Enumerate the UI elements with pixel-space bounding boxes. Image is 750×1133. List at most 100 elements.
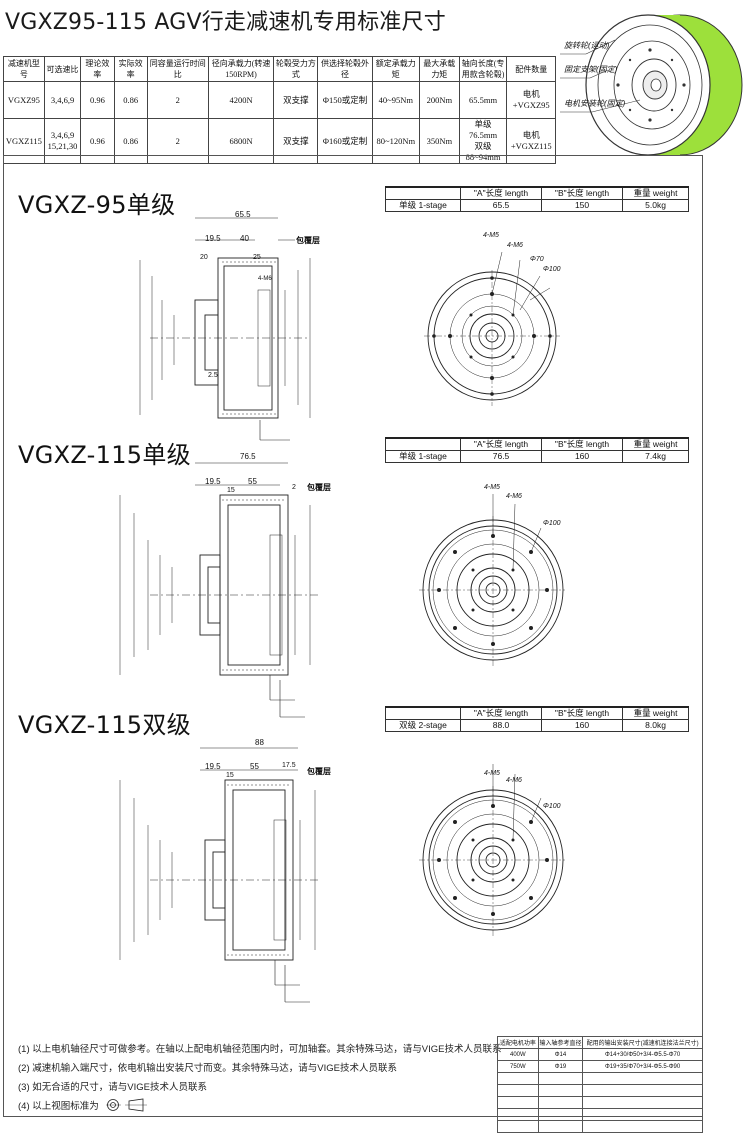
motor-cell [537,1072,584,1085]
spec-cell: 200Nm [418,81,460,119]
motor-cell: Φ14+30/Φ50+3/4-Φ5.5-Φ70 [582,1048,703,1061]
side-view-vgxz115 [119,462,320,718]
spec-cell: VGXZ95 [3,81,45,119]
spec-cell: 电机+VGXZ95 [506,81,556,119]
note-1: (1) 以上电机轴径尺寸可做参考。在轴以上配电机轴径范围内时，可加轴套。其余特殊… [18,1044,502,1055]
motor-cell [582,1096,703,1109]
spec-cell: VGXZ115 [3,118,45,164]
spec-header-7: 供选择轮毂外径 [317,56,373,82]
spec-cell: 80~120Nm [371,118,420,164]
dim95-c: 20 [200,254,208,261]
motor-cell: 400W [497,1048,539,1061]
motor-header-2: 配用的输出安装尺寸(减速机连接法兰尺寸) [582,1036,703,1049]
motor-cell [537,1084,584,1097]
front-view-vgxz115 [419,494,565,666]
dim115s2-c: 17.5 [282,762,296,769]
fv115s2-d100: Φ100 [543,803,561,810]
section-title-vgxz95: VGXZ-95单级 [18,191,176,219]
spec-header-3: 实际效率 [113,56,148,82]
spec-header-5: 径向承载力(转速150RPM) [207,56,275,82]
front-view-vgxz115-2stage [419,764,565,936]
dim115-d: 2 [292,484,296,491]
motor-cell [582,1084,703,1097]
dim115s2-d: 15 [226,772,234,779]
spec-cell: 双支撑 [273,81,319,119]
spec-cell: Φ150或定制 [317,81,373,119]
motor-cell [582,1108,703,1121]
motor-cell: Φ19 [537,1060,584,1073]
fv115s2-m5: 4-M5 [484,770,500,777]
spec-cell: Φ160或定制 [317,118,373,164]
dim115-total: 76.5 [240,452,256,461]
dim95-a: 19.5 [205,234,221,243]
notes: (1) 以上电机轴径尺寸可做参考。在轴以上配电机轴径范围内时，可加轴套。其余特殊… [18,1040,501,1116]
product-illustration [560,14,743,156]
projection-symbol-icon [106,1099,148,1112]
fv115-d100: Φ100 [543,520,561,527]
callout-rotating: 旋转轮(运动) [564,41,610,50]
dim95-hole: 4-M6 [258,276,272,282]
motor-cell: Φ19+35/Φ70+3/4-Φ5.5-Φ90 [582,1060,703,1073]
spec-cell: 0.96 [80,81,115,119]
spec-cell: 6800N [207,118,275,164]
dim115-b: 55 [248,477,257,486]
spec-cell: 电机+VGXZ115 [506,118,556,164]
spec-table: 减速机型号可选速比理论效率实际效率同容量运行时间比径向承载力(转速150RPM)… [3,56,556,164]
motor-cell: Φ14 [537,1048,584,1061]
dim95-total: 65.5 [235,210,251,219]
spec-header-10: 轴向长度(专用款含轮毂) [458,56,508,82]
spec-cell: 2 [146,81,209,119]
spec-header-11: 配件数量 [506,56,556,82]
front-view-vgxz95 [424,251,560,406]
dim115s2-label: 包覆层 [307,767,331,776]
fv95-m6: 4-M6 [507,242,523,249]
motor-cell [582,1072,703,1085]
dim115-c: 15 [227,487,235,494]
motor-cell [497,1084,539,1097]
dim95-label: 包覆层 [296,236,320,245]
spec-cell: 2 [146,118,209,164]
note-3: (3) 如无合适的尺寸，请与VIGE技术人员联系 [18,1082,207,1093]
callout-motor-mount: 电机安装轮(固定) [564,99,626,108]
side-view-vgxz115-2stage [119,747,320,1003]
motor-cell [497,1108,539,1121]
spec-cell: 3,4,6,9 15,21,30 [43,118,82,164]
motor-header-0: 适配电机功率 [497,1036,539,1049]
fv95-m5: 4-M5 [483,232,499,239]
note-2: (2) 减速机输入端尺寸，依电机输出安装尺寸而变。其余特殊马达，请与VIGE技术… [18,1063,397,1074]
spec-header-9: 最大承载力矩 [418,56,460,82]
callout-fixed-frame: 固定支架(固定) [564,65,618,74]
spec-cell: 4200N [207,81,275,119]
drawing-frame [3,155,703,1117]
section-title-vgxz115-2stage: VGXZ-115双级 [18,711,191,739]
spec-cell: 65.5mm [458,81,508,119]
note-4: (4) 以上视图标准为 [18,1097,501,1116]
motor-cell [537,1108,584,1121]
motor-cell: 750W [497,1060,539,1073]
spec-cell: 3,4,6,9 [43,81,82,119]
side-view-vgxz95 [139,217,311,441]
fv115-m5: 4-M5 [484,484,500,491]
fv95-d100: Φ100 [543,266,561,273]
motor-header-1: 输入轴参考直径 [537,1036,584,1049]
dim95-d: 25 [253,254,261,261]
spec-header-2: 理论效率 [80,56,115,82]
motor-cell [537,1096,584,1109]
motor-cell [497,1072,539,1085]
spec-header-4: 同容量运行时间比 [146,56,209,82]
dim95-e: 2.5 [208,372,218,379]
dim115s2-b: 55 [250,762,259,771]
section-title-vgxz115: VGXZ-115单级 [18,441,191,469]
spec-cell: 双支撑 [273,118,319,164]
dim115-label: 包覆层 [307,483,331,492]
spec-cell: 单级76.5mm 双级88~94mm [458,118,508,164]
spec-header-0: 减速机型号 [3,56,45,82]
dim115s2-a: 19.5 [205,762,221,771]
fv115-m6: 4-M6 [506,493,522,500]
fv115s2-m6: 4-M6 [506,777,522,784]
spec-cell: 0.86 [113,81,148,119]
